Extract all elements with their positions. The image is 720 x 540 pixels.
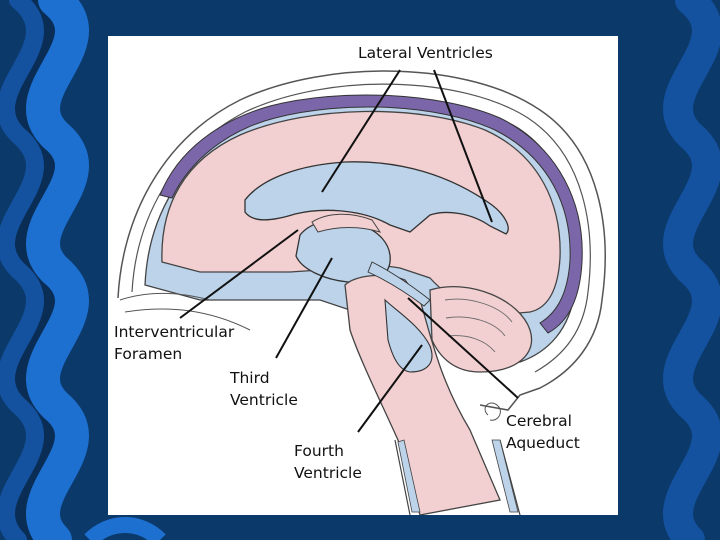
label-fourth-ventricle: Fourth Ventricle: [294, 440, 362, 484]
brain-diagram-panel: Lateral Ventricles Interventricular Fora…: [108, 36, 618, 515]
label-cerebral-aqueduct: Cerebral Aqueduct: [506, 410, 580, 454]
right-wave: [678, 0, 707, 540]
label-fourth-ventricle-line2: Ventricle: [294, 462, 362, 484]
label-fourth-ventricle-line1: Fourth: [294, 440, 362, 462]
label-interventricular-foramen-line2: Foramen: [114, 343, 234, 365]
label-lateral-ventricles: Lateral Ventricles: [358, 42, 493, 64]
label-third-ventricle-line1: Third: [230, 367, 298, 389]
left-wave: [43, 0, 72, 540]
label-lateral-ventricles-text: Lateral Ventricles: [358, 42, 493, 64]
label-cerebral-aqueduct-line1: Cerebral: [506, 410, 580, 432]
label-interventricular-foramen-line1: Interventricular: [114, 321, 234, 343]
bottom-wave: [90, 525, 160, 540]
label-cerebral-aqueduct-line2: Aqueduct: [506, 432, 580, 454]
label-interventricular-foramen: Interventricular Foramen: [114, 321, 234, 365]
label-third-ventricle-line2: Ventricle: [230, 389, 298, 411]
label-third-ventricle: Third Ventricle: [230, 367, 298, 411]
